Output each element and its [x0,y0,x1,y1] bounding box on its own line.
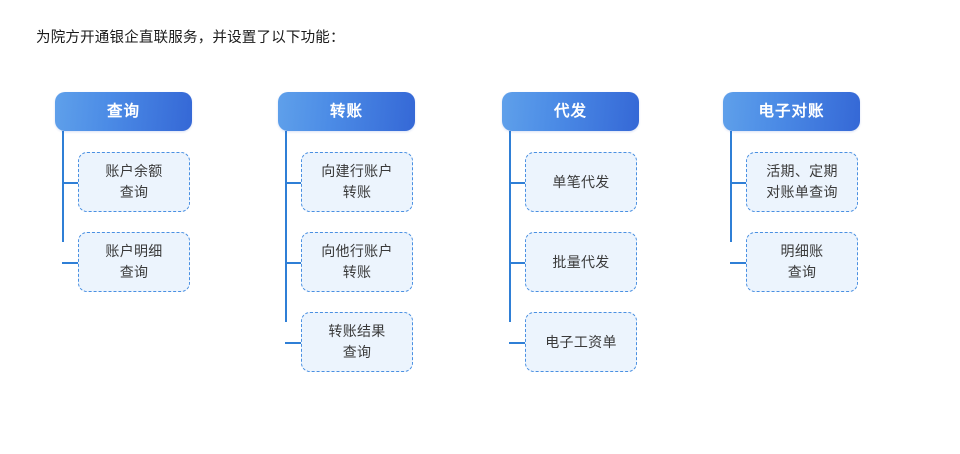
column-header-label: 转账 [329,102,363,120]
child-node[interactable]: 账户余额 查询 [78,152,190,212]
child-node-label: 向他行账户 转账 [321,243,393,280]
child-node-label: 向建行账户 转账 [321,163,393,200]
column-header-reconciliation[interactable]: 电子对账 [723,92,860,131]
child-node-label: 账户余额 查询 [105,163,163,200]
column-header-payroll[interactable]: 代发 [502,92,639,131]
child-node[interactable]: 批量代发 [525,232,637,292]
child-node[interactable]: 转账结果 查询 [301,312,413,372]
column-header-label: 代发 [553,102,587,120]
child-node[interactable]: 活期、定期 对账单查询 [746,152,858,212]
connector-trunk [285,131,287,322]
child-node-label: 明细账 查询 [780,243,824,280]
child-node-label: 单笔代发 [552,173,610,190]
connector-stub [285,182,301,184]
child-node[interactable]: 明细账 查询 [746,232,858,292]
child-node-label: 活期、定期 对账单查询 [766,163,838,200]
connector-stub [509,342,525,344]
diagram-column-reconciliation: 电子对账 活期、定期 对账单查询 明细账 查询 [723,92,883,292]
child-node[interactable]: 账户明细 查询 [78,232,190,292]
diagram-column-payroll: 代发 单笔代发 批量代发 电子工资单 [502,92,662,372]
connector-stub [285,262,301,264]
column-header-transfer[interactable]: 转账 [278,92,415,131]
diagram-column-transfer: 转账 向建行账户 转账 向他行账户 转账 转账结果 查询 [278,92,438,372]
child-node[interactable]: 向建行账户 转账 [301,152,413,212]
child-node[interactable]: 单笔代发 [525,152,637,212]
connector-stub [62,262,78,264]
connector-stub [285,342,301,344]
child-node-label: 转账结果 查询 [328,323,386,360]
connector-stub [509,182,525,184]
column-header-label: 电子对账 [758,102,825,120]
connector-trunk [62,131,64,242]
connector-stub [730,182,746,184]
column-header-query[interactable]: 查询 [55,92,192,131]
connector-stub [509,262,525,264]
child-node[interactable]: 向他行账户 转账 [301,232,413,292]
child-node-label: 电子工资单 [545,333,617,350]
column-header-label: 查询 [106,102,140,120]
connector-stub [62,182,78,184]
connector-stub [730,262,746,264]
connector-trunk [509,131,511,322]
child-node[interactable]: 电子工资单 [525,312,637,372]
intro-text: 为院方开通银企直联服务，并设置了以下功能： [36,30,345,46]
connector-trunk [730,131,732,242]
diagram-column-query: 查询 账户余额 查询 账户明细 查询 [55,92,215,292]
child-node-label: 账户明细 查询 [105,243,163,280]
child-node-label: 批量代发 [552,253,610,270]
